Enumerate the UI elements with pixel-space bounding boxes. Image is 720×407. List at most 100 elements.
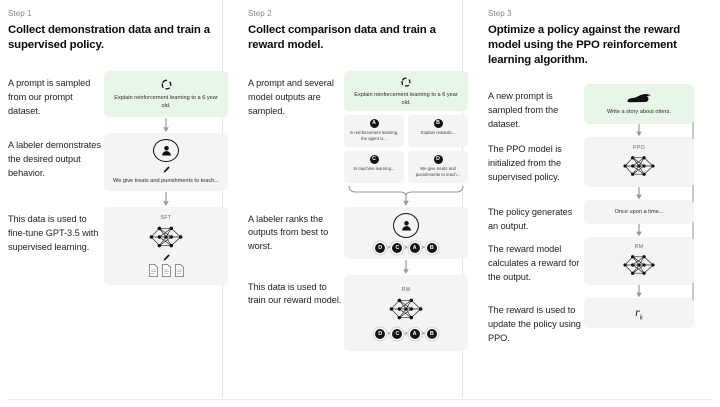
rank-badge-2: C: [392, 242, 403, 253]
document-icon: [174, 264, 185, 278]
output-card-d: D We give treats and punishments to teac…: [408, 150, 468, 183]
arrow-down-icon: [634, 224, 644, 237]
step-2-label: Step 2: [248, 9, 272, 18]
step-2-row-2: A labeler ranks the outputs from best to…: [248, 206, 468, 275]
step-1-title: Collect demonstration data and train a s…: [8, 24, 210, 52]
otter-icon: [626, 92, 652, 105]
step-3-rows: A new prompt is sampled from the dataset…: [488, 84, 694, 345]
circular-arrows-icon: [400, 76, 412, 88]
step-3-graphic-4: RM: [584, 237, 694, 298]
output-card-text: In reinforcement learning, the agent is.…: [349, 130, 399, 142]
step-2-row-3: This data is used to train our reward mo…: [248, 274, 468, 351]
step-3-caption-1: A new prompt is sampled from the dataset…: [488, 91, 559, 130]
brace-arrow-icon: [346, 183, 466, 207]
step-2-row-1: A prompt and several model outputs are s…: [248, 71, 468, 206]
rank-separator: >: [404, 330, 408, 337]
rank-badge-2: C: [392, 328, 403, 339]
arrow-down-icon: [401, 259, 411, 275]
pencil-icon: [162, 253, 171, 262]
rank-badge-4: B: [426, 328, 437, 339]
rank-badge-3: A: [409, 328, 420, 339]
step-3-column: Step 3 Optimize a policy against the rew…: [480, 0, 720, 407]
sft-model-label: SFT: [160, 215, 172, 222]
step-1-caption-3: This data is used to fine-tune GPT-3.5 w…: [8, 214, 99, 252]
rank-separator: >: [404, 244, 408, 251]
rm-model-label: RM: [401, 286, 411, 293]
rm-model-label: RM: [634, 243, 644, 250]
step-3-row-1: A new prompt is sampled from the dataset…: [488, 84, 694, 137]
arrow-down-icon: [161, 117, 171, 133]
step-1-row-1: A prompt is sampled from our prompt data…: [8, 71, 228, 133]
circular-arrows-icon: [160, 78, 173, 91]
rank-badge-1: D: [375, 242, 386, 253]
output-badge: B: [433, 119, 443, 129]
ranking-row: D > C > A > B: [375, 328, 437, 339]
reward-formula-subscript: k: [639, 313, 643, 322]
prompt-text: Write a story about otters.: [607, 109, 671, 116]
generated-output-panel: Once upon a time...: [584, 200, 694, 225]
rank-separator: >: [387, 244, 391, 251]
output-card-text: Explain rewards...: [420, 130, 456, 136]
rank-separator: >: [387, 330, 391, 337]
step-1-rows: A prompt is sampled from our prompt data…: [8, 71, 228, 286]
rank-badge-4: B: [426, 242, 437, 253]
step-3-caption-2: The PPO model is initialized from the su…: [488, 144, 562, 183]
step-1-column: Step 1 Collect demonstration data and tr…: [0, 0, 240, 407]
output-cards: A In reinforcement learning, the agent i…: [344, 115, 468, 183]
step-1-caption-1: A prompt is sampled from our prompt data…: [8, 78, 91, 116]
rank-badge-3: A: [409, 242, 420, 253]
generated-output-text: Once upon a time...: [614, 209, 664, 216]
step-3-row-2: The PPO model is initialized from the su…: [488, 137, 694, 200]
step-3-caption-5: The reward is used to update the policy …: [488, 305, 581, 344]
labeler-panel: We give treats and punishments to teach.…: [104, 133, 228, 192]
step-3-row-5: The reward is used to update the policy …: [488, 298, 694, 345]
sft-model-panel: SFT: [104, 207, 228, 286]
step-1-caption-2: A labeler demonstrates the desired outpu…: [8, 140, 101, 178]
person-icon: [153, 139, 179, 163]
output-card-text: We give treats and punishments to teach.…: [415, 165, 461, 177]
labeler-demo-text: We give treats and punishments to teach.…: [113, 178, 219, 185]
pencil-icon: [162, 165, 171, 174]
step-2-rows: A prompt and several model outputs are s…: [248, 71, 468, 351]
step-3-label: Step 3: [488, 9, 512, 18]
step-1-row-3: This data is used to fine-tune GPT-3.5 w…: [8, 207, 228, 286]
arrow-down-icon: [634, 124, 644, 137]
step-2-column: Step 2 Collect comparison data and train…: [240, 0, 480, 407]
neural-network-icon: [620, 152, 658, 180]
step-1-graphic-2: We give treats and punishments to teach.…: [104, 133, 228, 207]
step-3-row-3: The policy generates an output. Once upo…: [488, 200, 694, 237]
output-badge: A: [369, 119, 379, 129]
step-2-graphic-3: RM: [344, 274, 468, 351]
output-badge: D: [433, 154, 443, 164]
rank-separator: >: [421, 330, 425, 337]
step-2-caption-3: This data is used to train our reward mo…: [248, 281, 342, 306]
column-divider-1: [222, 0, 223, 397]
ranking-row: D > C > A > B: [375, 242, 437, 253]
arrow-down-icon: [161, 191, 171, 207]
rank-badge-1: D: [375, 328, 386, 339]
reward-formula-base: r: [635, 305, 640, 320]
reward-formula: rk: [635, 305, 643, 321]
rank-separator: >: [421, 244, 425, 251]
step-2-graphic-1: Explain reinforcement learning to a 6 ye…: [344, 71, 468, 206]
prompt-panel: Write a story about otters.: [584, 84, 694, 125]
neural-network-icon: [620, 251, 658, 279]
ppo-model-label: PPO: [633, 144, 645, 151]
step-2-graphic-2: D > C > A > B: [344, 206, 468, 275]
document-icons: [148, 264, 185, 278]
step-3-row-4: The reward model calculates a reward for…: [488, 237, 694, 298]
bottom-rule: [8, 399, 712, 400]
step-1-graphic-1: Explain reinforcement learning to a 6 ye…: [104, 71, 228, 133]
labeler-rank-panel: D > C > A > B: [344, 206, 468, 259]
prompt-panel: Explain reinforcement learning to a 6 ye…: [344, 71, 468, 112]
step-3-caption-4: The reward model calculates a reward for…: [488, 244, 580, 283]
step-3-graphic-3: Once upon a time...: [584, 200, 694, 237]
person-icon: [393, 212, 419, 238]
arrow-down-icon: [634, 285, 644, 298]
step-2-caption-2: A labeler ranks the outputs from best to…: [248, 213, 329, 252]
output-card-a: A In reinforcement learning, the agent i…: [344, 115, 404, 147]
output-card-c: C In machine learning...: [344, 150, 404, 183]
output-badge: C: [369, 154, 379, 164]
step-1-graphic-3: SFT: [104, 207, 228, 286]
